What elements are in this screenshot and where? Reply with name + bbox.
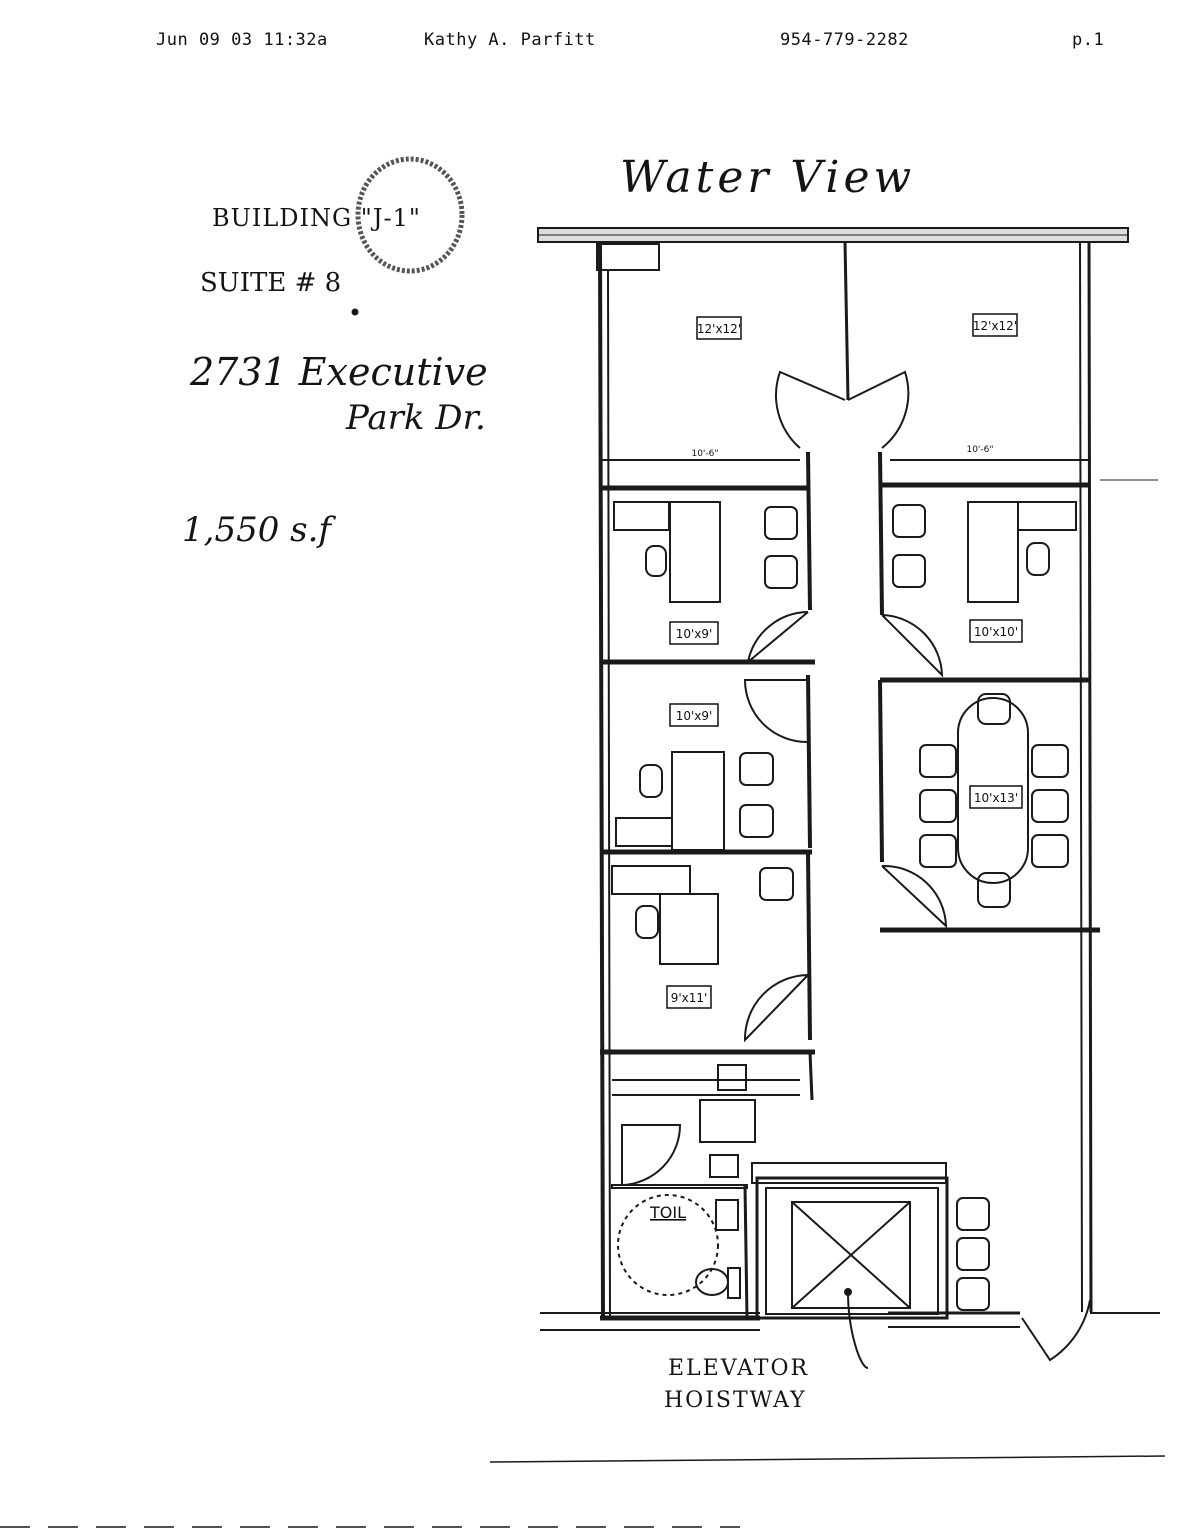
toilet-label: TOIL: [649, 1203, 686, 1222]
room-label-6: 10'x13': [969, 785, 1023, 809]
svg-text:10'x9': 10'x9': [676, 709, 713, 723]
doors: [621, 370, 1091, 1362]
room-label-2: 12'x12': [972, 313, 1018, 337]
exterior-walls: [537, 227, 1160, 1331]
svg-text:10'x10': 10'x10': [974, 625, 1018, 639]
fax-page-number: p.1: [1072, 30, 1105, 50]
circle-mark: [355, 156, 465, 274]
room-labels: 12'x12' 12'x12' 10'x9' 10'x10' 10'x9' 10…: [666, 313, 1023, 1009]
building-note: BUILDING "J-1": [212, 204, 421, 232]
fax-sender: Kathy A. Parfitt: [424, 30, 596, 50]
restroom-fixtures: [611, 1064, 756, 1299]
svg-text:9'x11': 9'x11': [671, 991, 708, 1005]
dimension-label-1: 10'-6": [691, 449, 718, 459]
suite-note: SUITE # 8: [200, 268, 342, 298]
suite-dot: [351, 308, 359, 316]
interior-walls: [600, 241, 1100, 1319]
room-label-7: 9'x11': [666, 985, 712, 1009]
elevator-note-line2: HOISTWAY: [664, 1388, 807, 1413]
fax-date-time: Jun 09 03 11:32a: [156, 30, 328, 50]
address-line1: 2731 Executive: [190, 350, 488, 394]
water-view-note: Water View: [620, 152, 916, 203]
room-label-1: 12'x12': [696, 316, 742, 340]
address-line2: Park Dr.: [346, 398, 486, 438]
area-note: 1,550 s.f: [182, 510, 331, 550]
room-label-5: 10'x9': [669, 703, 719, 727]
fax-header: Jun 09 03 11:32a Kathy A. Parfitt 954-77…: [0, 30, 1187, 54]
svg-text:10'x9': 10'x9': [676, 627, 713, 641]
room-label-3: 10'x9': [669, 621, 719, 645]
office-furniture: [611, 501, 1077, 965]
fax-phone: 954-779-2282: [780, 30, 909, 50]
svg-text:10'x13': 10'x13': [974, 791, 1018, 805]
svg-text:12'x12': 12'x12': [697, 322, 741, 336]
elevator-hoistway: [751, 1162, 990, 1369]
elevator-note-line1: ELEVATOR: [668, 1356, 810, 1381]
room-label-4: 10'x10': [969, 619, 1023, 643]
svg-text:12'x12': 12'x12': [973, 319, 1017, 333]
page-rules: [0, 479, 1166, 1528]
dimension-label-2: 10'-6": [966, 445, 993, 455]
